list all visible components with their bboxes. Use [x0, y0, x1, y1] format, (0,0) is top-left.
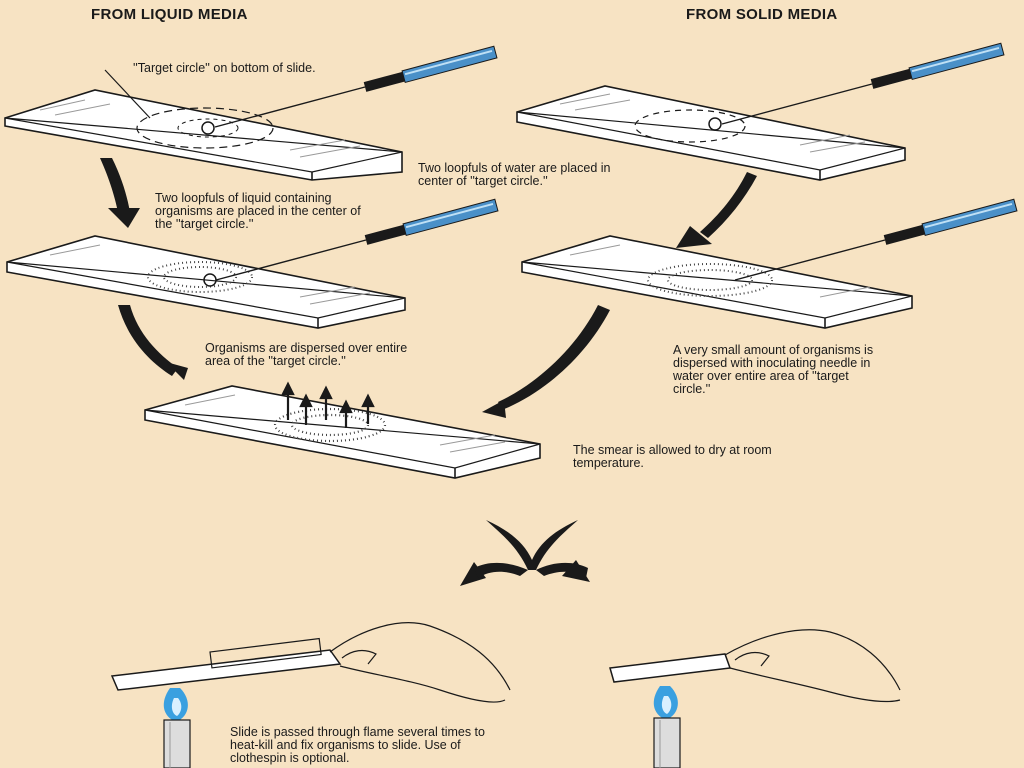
burner-flame-right	[653, 686, 681, 768]
heading-liquid-media: FROM LIQUID MEDIA	[91, 6, 248, 23]
label-flame: Slide is passed through flame several ti…	[230, 725, 485, 765]
flow-arrows	[100, 158, 757, 586]
label-target-circle: ''Target circle'' on bottom of slide.	[133, 61, 316, 75]
slide-solid-dispersed	[521, 198, 1018, 329]
flame-fixing-right	[609, 629, 901, 768]
heading-solid-media: FROM SOLID MEDIA	[686, 6, 838, 23]
label-small-amount: A very small amount of organisms is disp…	[673, 343, 874, 396]
slide-liquid-loopfuls	[6, 198, 499, 329]
burner-flame-left	[163, 688, 191, 768]
label-dry: The smear is allowed to dry at room temp…	[573, 443, 772, 470]
slide-solid-target	[516, 42, 1005, 181]
slide-drying	[144, 381, 541, 479]
hand-right	[724, 629, 901, 703]
label-liquid-loopfuls: Two loopfuls of liquid containing organi…	[155, 191, 361, 231]
flame-fixing-left	[110, 622, 511, 768]
slide-liquid-target	[4, 45, 498, 181]
evaporation-arrows	[281, 381, 375, 428]
label-dispersed: Organisms are dispersed over entire area…	[205, 341, 408, 368]
hand-left	[329, 622, 511, 703]
label-water-loopfuls: Two loopfuls of water are placed in cent…	[418, 161, 611, 188]
